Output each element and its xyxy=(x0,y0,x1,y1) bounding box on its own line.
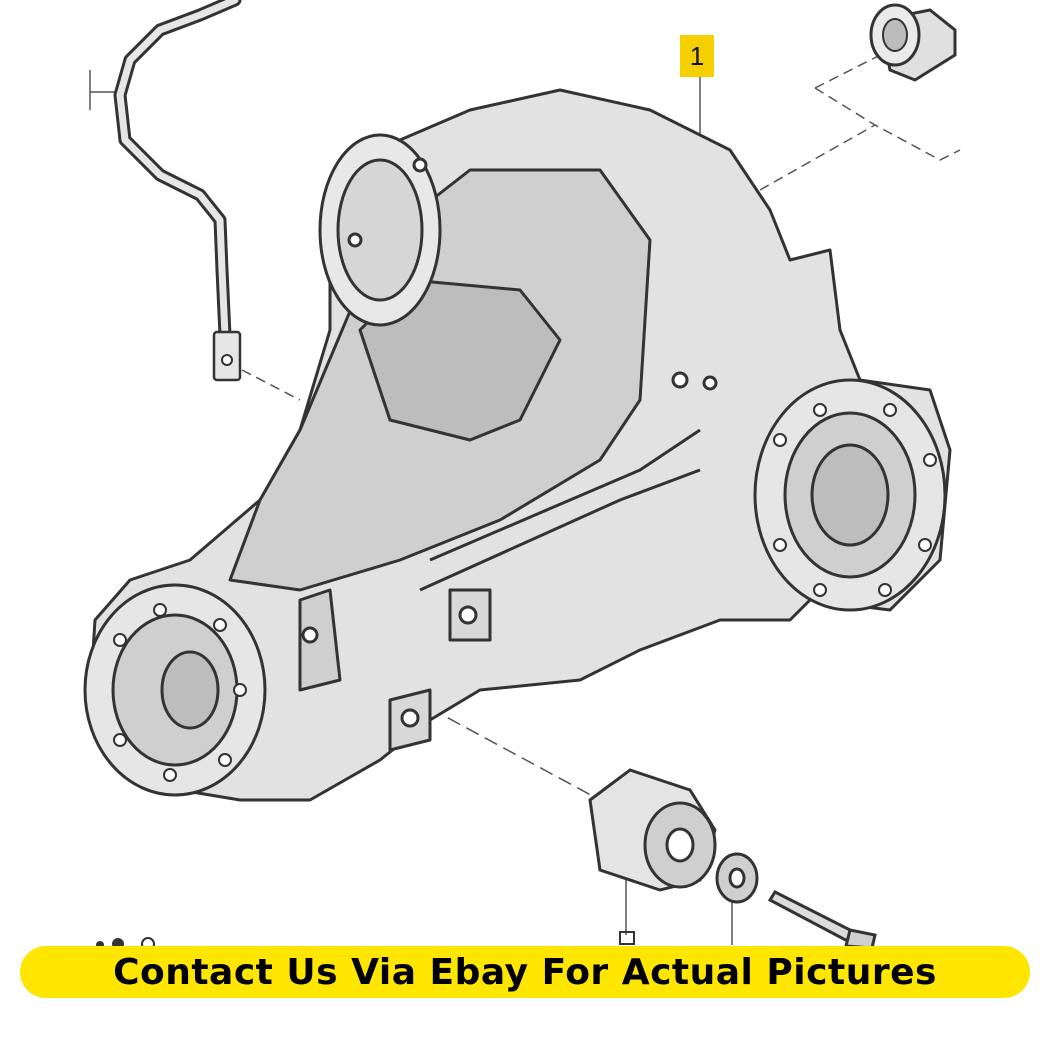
washer-icon xyxy=(715,852,759,904)
differential-housing-icon xyxy=(83,88,952,802)
mount-icon xyxy=(588,768,717,892)
leader-lines xyxy=(89,44,961,945)
top-bushing-icon xyxy=(869,3,957,82)
part-callout-label: 1 xyxy=(680,35,714,77)
banner-text: Contact Us Via Ebay For Actual Pictures xyxy=(113,951,937,993)
ground-strap-icon xyxy=(113,0,242,382)
bolt-icon xyxy=(767,890,877,950)
contact-banner: Contact Us Via Ebay For Actual Pictures xyxy=(20,946,1030,998)
